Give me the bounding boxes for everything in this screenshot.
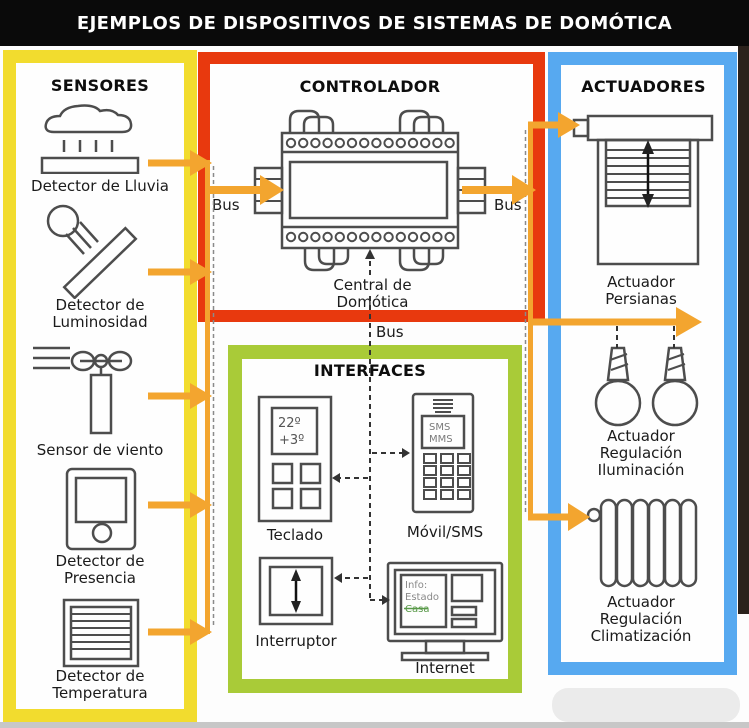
phone-speaker-icon (433, 399, 453, 413)
keypad-display-temp: 22º (278, 416, 301, 431)
climate-actuator-label: Actuador Regulación Climatización (590, 593, 692, 645)
bus-left-label: Bus (212, 196, 240, 214)
controller-device-label: Central de Domótica (333, 276, 412, 311)
rain-sensor-icon (40, 104, 140, 174)
switch-icon (258, 556, 334, 626)
blind-actuator-icon (572, 114, 714, 266)
presence-sensor-label: Detector de Presencia (55, 552, 145, 587)
temperature-sensor-label: Detector de Temperatura (52, 667, 148, 702)
monitor-screen-line1: Info: (405, 580, 427, 591)
rain-sensor-label: Detector de Lluvia (31, 177, 169, 195)
switch-updown-arrow (291, 569, 301, 613)
switch-label: Interruptor (255, 632, 337, 650)
keypad-label: Teclado (266, 526, 324, 544)
page-title: EJEMPLOS DE DISPOSITIVOS DE SISTEMAS DE … (76, 12, 673, 34)
right-dark-strip (738, 44, 749, 614)
keypad-icon: 22º +3º (257, 395, 333, 523)
temperature-sensor-icon (62, 598, 140, 668)
monitor-icon: Info: Estado Casa (386, 561, 504, 662)
monitor-screen-line3: Casa (405, 604, 429, 615)
bus-bottom-label: Bus (376, 323, 404, 341)
light-actuator-label: Actuador Regulación Iluminación (597, 427, 685, 479)
actuators-header: ACTUADORES (581, 77, 706, 96)
bottom-gray-strip (0, 722, 749, 728)
lightbulb-icon (594, 346, 642, 427)
wind-sensor-label: Sensor de viento (36, 441, 164, 459)
sensors-header: SENSORES (50, 76, 150, 95)
phone-screen-line2: MMS (429, 434, 453, 445)
lightbulbs-icon (594, 346, 699, 427)
keypad-display-delta: +3º (279, 433, 304, 448)
bottom-shadow (552, 688, 740, 722)
wind-sensor-icon (33, 346, 133, 435)
title-bar: EJEMPLOS DE DISPOSITIVOS DE SISTEMAS DE … (0, 0, 749, 46)
blind-actuator-label: Actuador Persianas (605, 273, 677, 308)
internet-label: Internet (415, 659, 475, 677)
light-sensor-label: Detector de Luminosidad (52, 296, 148, 331)
phone-screen-line1: SMS (429, 422, 450, 433)
lightbulb-icon (651, 346, 699, 427)
presence-sensor-icon (65, 467, 137, 551)
blind-updown-arrow (642, 140, 654, 208)
interfaces-header: INTERFACES (313, 361, 427, 380)
light-sensor-icon (46, 204, 138, 299)
bus-right-label: Bus (494, 196, 522, 214)
phone-keypad-keys (423, 453, 471, 500)
mobile-phone-icon: SMS MMS (411, 392, 475, 514)
controller-header: CONTROLADOR (299, 77, 441, 96)
radiator-icon (586, 498, 698, 588)
terminal-circles (285, 137, 455, 243)
controller-device-icon (253, 109, 487, 272)
mobile-label: Móvil/SMS (406, 523, 484, 541)
monitor-screen-line2: Estado (405, 592, 439, 603)
